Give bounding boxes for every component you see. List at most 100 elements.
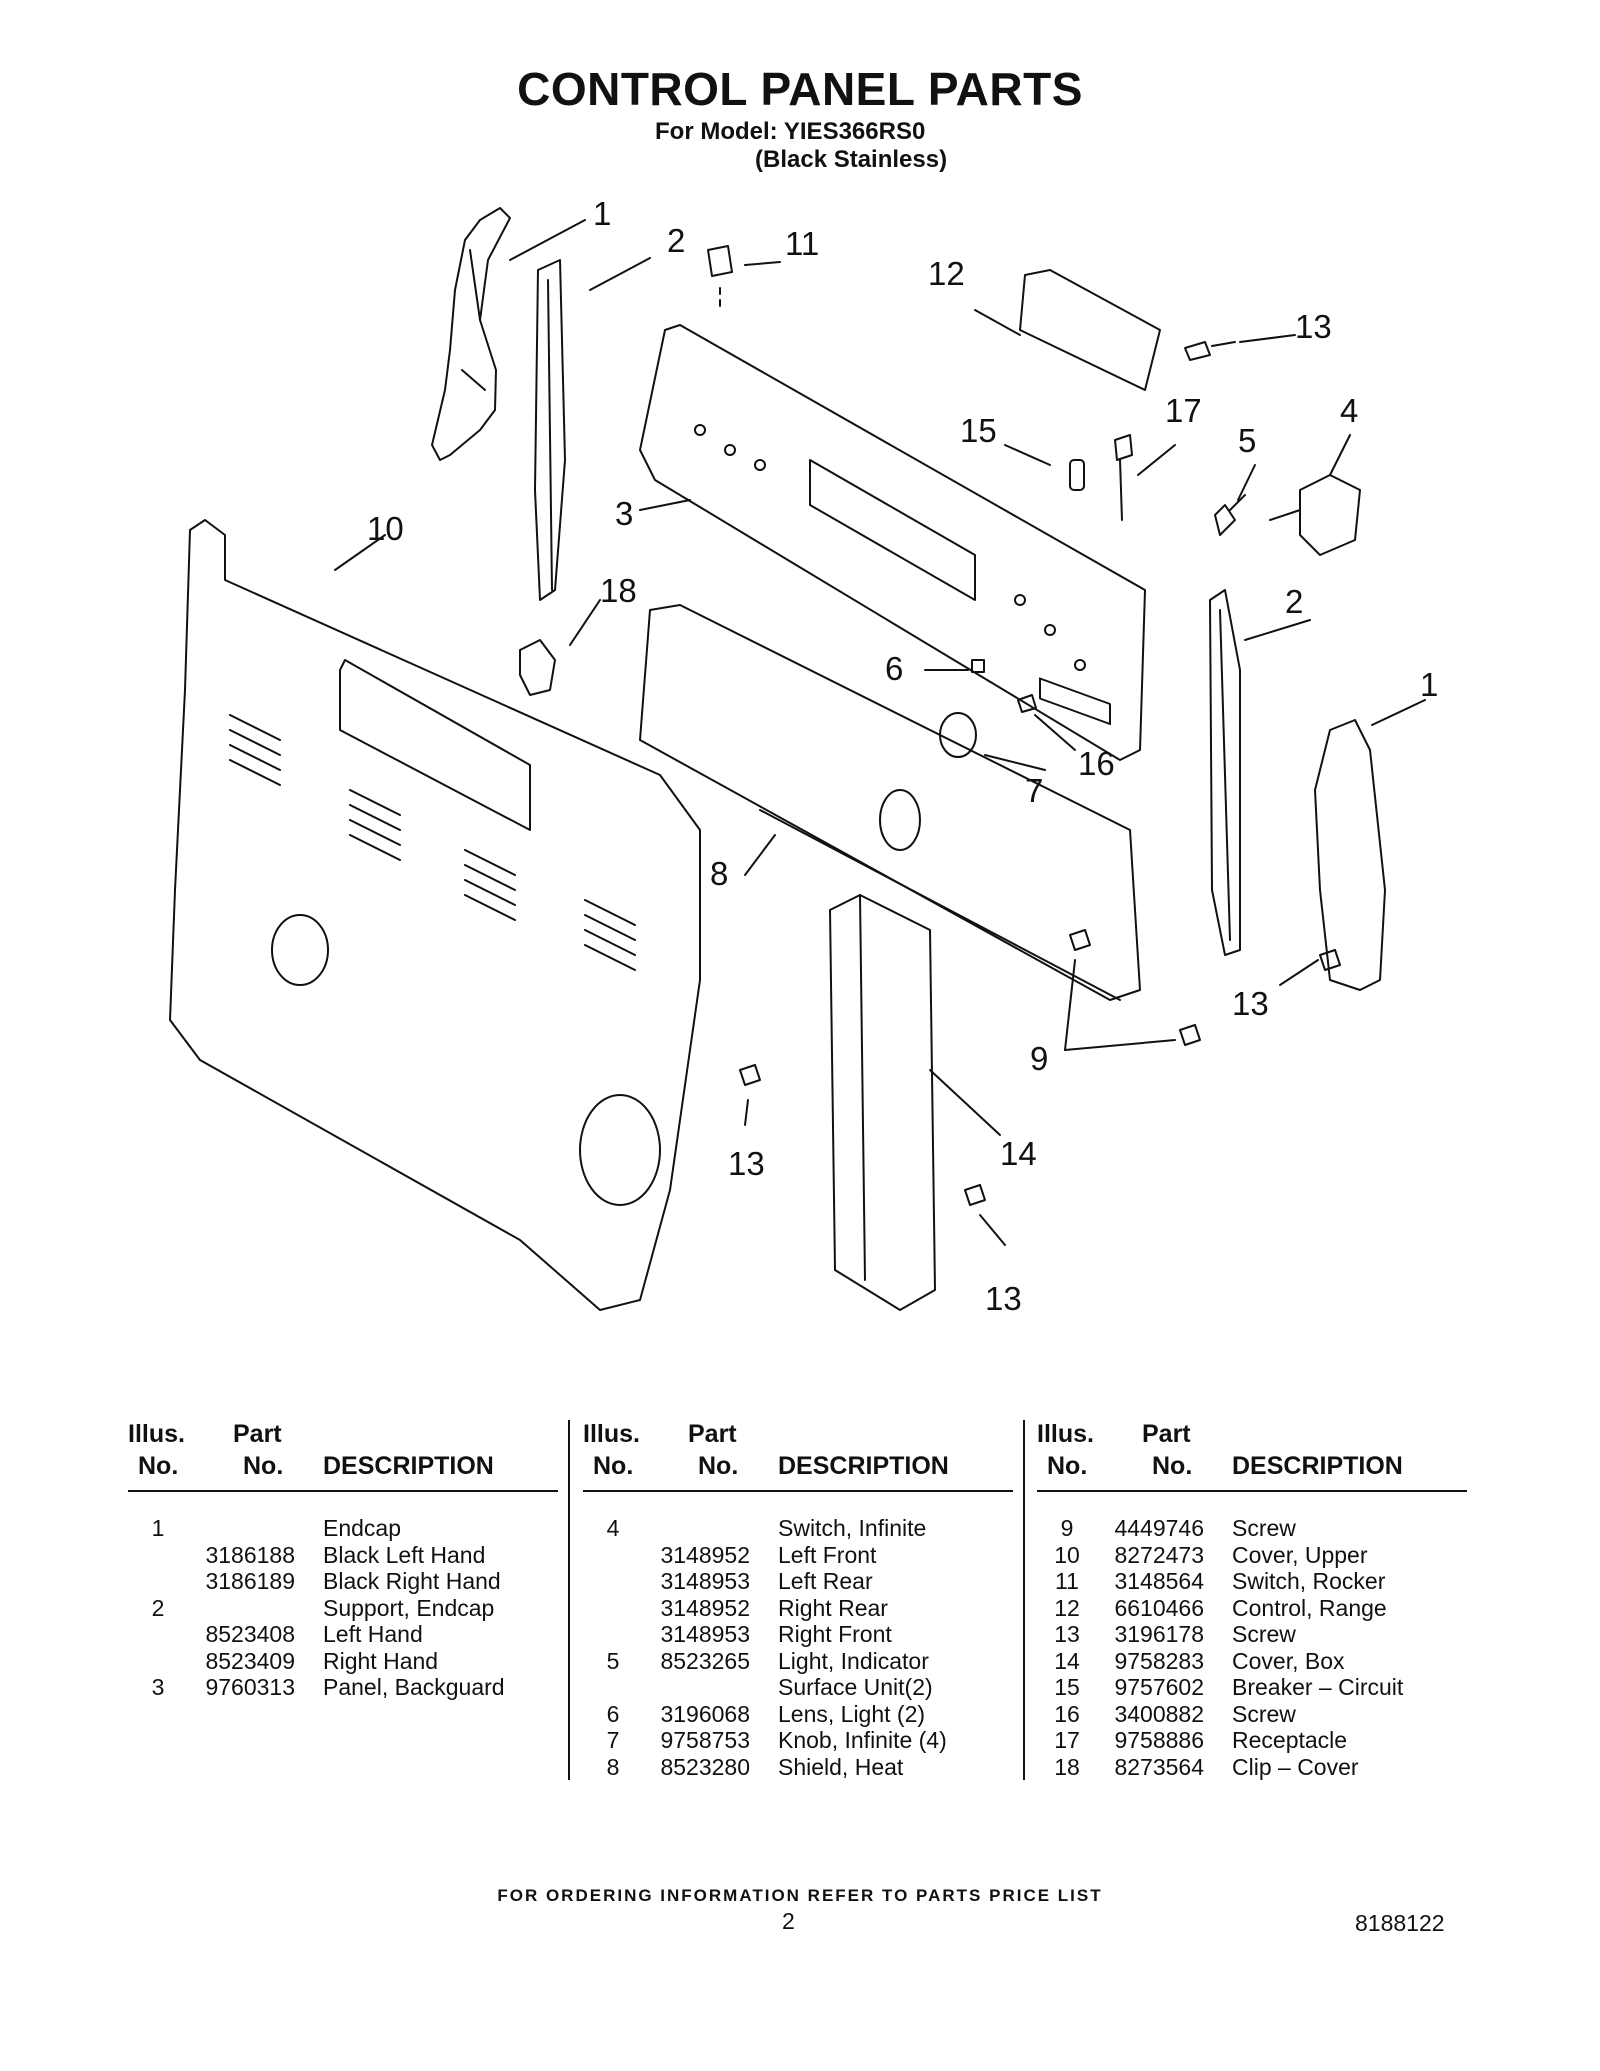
table-header: Illus. No. Part No. DESCRIPTION [1037,1420,1467,1486]
part-description: Black Left Hand [323,1541,486,1568]
callout-1: 1 [593,195,611,232]
illus-number: 8 [606,1753,620,1780]
document-number: 8188122 [1355,1910,1445,1936]
illus-number: 6 [606,1700,620,1727]
header-description: DESCRIPTION [778,1452,949,1480]
column-divider [1023,1420,1025,1780]
part-description: Cover, Upper [1232,1541,1368,1568]
part-description: Clip – Cover [1232,1753,1359,1780]
part-number: 9760313 [205,1674,295,1700]
part-number: 3148952 [660,1594,750,1621]
callout-1-right: 1 [1420,666,1438,703]
exploded-parts-diagram: 1 2 11 12 13 15 17 4 5 3 10 18 2 6 1 7 1… [169,195,1438,1317]
part-number: 8523280 [660,1753,750,1780]
callout-11: 11 [785,225,819,262]
part-support-right [1209,589,1241,956]
part-number: 9758283 [1114,1647,1204,1674]
part-number: 8523265 [660,1647,750,1674]
callout-9: 9 [1030,1040,1048,1077]
part-number: 3148952 [660,1541,750,1568]
table-header: Illus. No. Part No. DESCRIPTION [128,1420,558,1486]
header-part-no: No. [698,1452,739,1480]
part-number: 9757602 [1114,1674,1204,1700]
part-description: Left Hand [323,1621,423,1647]
part-description: Screw [1232,1515,1296,1541]
illus-number: 9 [1060,1515,1074,1541]
part-number: 8272473 [1114,1541,1204,1568]
part-description: Right Hand [323,1647,439,1674]
part-heat-shield [639,604,1141,1001]
part-description: Left Rear [778,1568,873,1594]
callout-8: 8 [710,855,728,892]
header-illus-no: No. [138,1452,179,1480]
illus-number: 1 [151,1515,165,1541]
part-range-control [1019,269,1161,726]
illus-number: 7 [606,1727,620,1753]
part-number: 3148953 [660,1568,750,1594]
callout-6: 6 [885,650,903,687]
part-description: Screw [1232,1700,1296,1727]
callout-2: 2 [667,222,685,259]
part-endcap-left [431,207,511,461]
header-part: Part [688,1420,737,1448]
part-description: Surface Unit(2) [778,1674,933,1700]
part-number: 3186188 [205,1541,295,1568]
illus-number: 15 [1054,1674,1080,1700]
header-description: DESCRIPTION [1232,1452,1403,1480]
part-description: Left Front [778,1541,877,1568]
part-description: Cover, Box [1232,1647,1345,1674]
callout-18: 18 [600,572,637,609]
part-description: Support, Endcap [323,1594,495,1621]
part-screw-upper [1184,341,1236,361]
callout-13: 13 [1295,308,1332,345]
header-part-no: No. [1152,1452,1193,1480]
part-number: 3196178 [1114,1621,1204,1647]
illus-number: 18 [1054,1753,1080,1780]
callout-13-bottom: 13 [985,1280,1022,1317]
part-screw-16 [1017,694,1037,713]
callout-13-right: 13 [1232,985,1269,1022]
part-description: Black Right Hand [323,1568,501,1594]
part-number: 3186189 [205,1568,295,1594]
part-number: 3148953 [660,1621,750,1647]
part-description: Switch, Rocker [1232,1568,1386,1594]
part-screws [739,929,1341,1206]
part-receptacle [1114,434,1133,521]
part-support-left [534,259,566,601]
variant-line: (Black Stainless) [755,146,948,173]
callout-16: 16 [1078,745,1115,782]
callout-10: 10 [367,510,404,547]
header-part: Part [1142,1420,1191,1448]
part-number: 3400882 [1114,1700,1204,1727]
part-clip-cover [519,639,556,696]
page-number: 2 [782,1908,795,1934]
part-upper-cover [169,519,701,1311]
part-description: Breaker – Circuit [1232,1674,1404,1700]
header-part: Part [233,1420,282,1448]
part-number: 9758753 [660,1727,750,1753]
header-illus: Illus. [1037,1420,1094,1448]
callout-12: 12 [928,255,965,292]
part-description: Right Front [778,1621,892,1647]
column-divider [568,1420,570,1780]
part-description: Control, Range [1232,1594,1387,1621]
header-illus: Illus. [583,1420,640,1448]
part-number: 3196068 [660,1700,750,1727]
callout-13-lower-left: 13 [728,1145,765,1182]
ordering-note: FOR ORDERING INFORMATION REFER TO PARTS … [497,1886,1103,1905]
part-description: Endcap [323,1515,402,1541]
illus-number: 17 [1054,1727,1080,1753]
header-rule [583,1490,1013,1492]
header-illus-no: No. [593,1452,634,1480]
illus-number: 5 [606,1647,620,1674]
illus-number: 16 [1054,1700,1080,1727]
part-lens-light [971,659,985,673]
illus-number: 2 [151,1594,165,1621]
part-description: Right Rear [778,1594,888,1621]
callout-5: 5 [1238,422,1256,459]
part-number: 6610466 [1114,1594,1204,1621]
illus-number: 10 [1054,1541,1080,1568]
part-backguard-panel [639,324,1146,761]
